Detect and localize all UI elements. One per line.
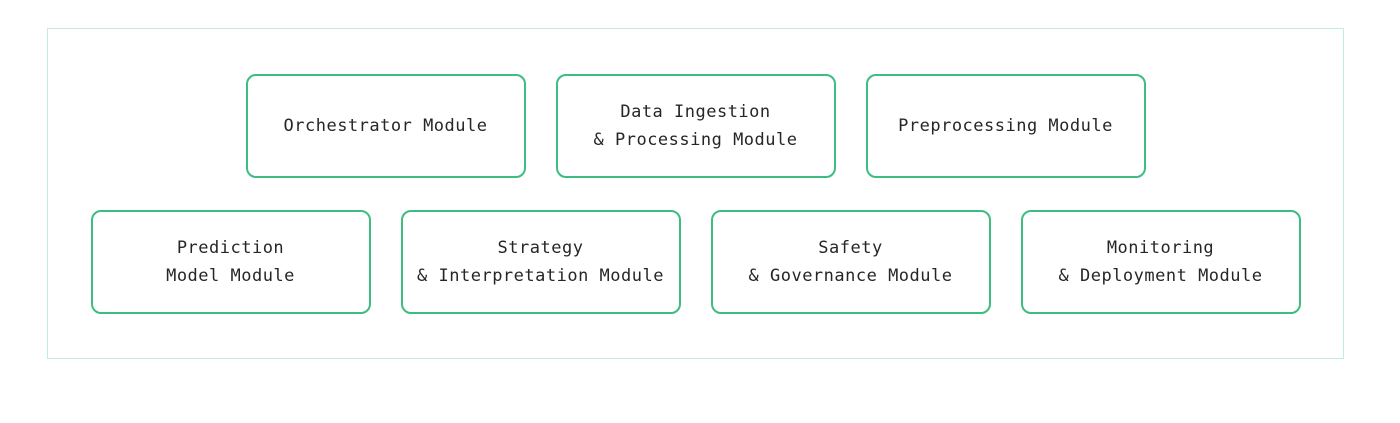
node-label-monitoring-deployment-module: Monitoring & Deployment Module <box>1058 238 1263 286</box>
node-data-ingestion-processing-module: Data Ingestion & Processing Module <box>555 74 836 178</box>
module-row-top: Orchestrator Module Data Ingestion & Pro… <box>48 74 1343 178</box>
node-label-prediction-model-module: Prediction Model Module <box>166 238 295 286</box>
node-label-preprocessing-module: Preprocessing Module <box>898 116 1113 136</box>
node-label-orchestrator-module: Orchestrator Module <box>283 116 488 136</box>
node-prediction-model-module: Prediction Model Module <box>90 210 371 314</box>
module-row-bottom: Prediction Model Module Strategy & Inter… <box>48 210 1343 314</box>
node-strategy-interpretation-module: Strategy & Interpretation Module <box>400 210 681 314</box>
node-orchestrator-module: Orchestrator Module <box>245 74 526 178</box>
modules-group-container: Orchestrator Module Data Ingestion & Pro… <box>47 28 1344 359</box>
node-label-data-ingestion-processing-module: Data Ingestion & Processing Module <box>593 102 798 150</box>
node-monitoring-deployment-module: Monitoring & Deployment Module <box>1020 210 1301 314</box>
node-label-safety-governance-module: Safety & Governance Module <box>748 238 953 286</box>
node-preprocessing-module: Preprocessing Module <box>865 74 1146 178</box>
node-label-strategy-interpretation-module: Strategy & Interpretation Module <box>417 238 664 286</box>
node-safety-governance-module: Safety & Governance Module <box>710 210 991 314</box>
